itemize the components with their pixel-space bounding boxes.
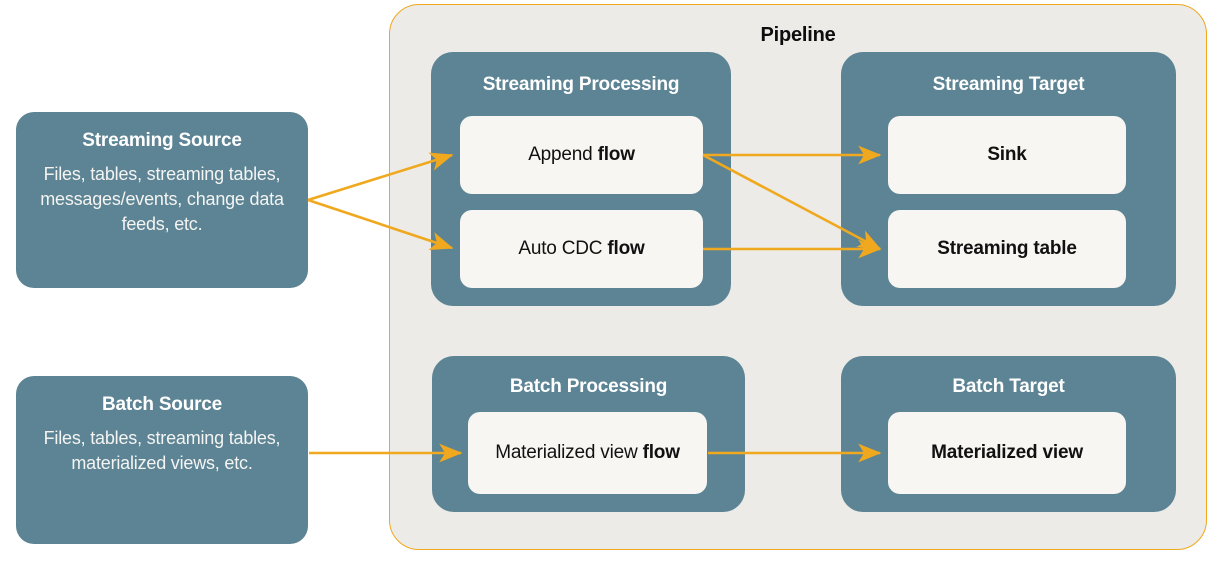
streaming-source-description: Files, tables, streaming tables, message… xyxy=(40,164,284,234)
streaming-table-card[interactable]: Streaming table xyxy=(888,210,1126,288)
sink-label: Sink xyxy=(987,143,1027,165)
streaming-target-title: Streaming Target xyxy=(932,74,1085,95)
pipeline-title: Pipeline xyxy=(760,24,836,46)
materialized-view-card[interactable]: Materialized view xyxy=(888,412,1126,494)
streaming-table-label: Streaming table xyxy=(937,237,1077,259)
materialized-view-flow-prefix: Materialized view xyxy=(495,441,643,463)
batch-source-description: Files, tables, streaming tables, materia… xyxy=(43,428,281,473)
materialized-view-flow-bold: flow xyxy=(642,441,680,463)
append-flow-card[interactable]: Append flow xyxy=(460,116,703,194)
batch-source-box[interactable]: Batch Source Files, tables, streaming ta… xyxy=(16,376,308,544)
append-flow-prefix: Append xyxy=(528,143,598,165)
streaming-processing-title: Streaming Processing xyxy=(482,74,680,95)
batch-source-title: Batch Source xyxy=(101,394,223,415)
auto-cdc-flow-card[interactable]: Auto CDC flow xyxy=(460,210,703,288)
batch-processing-title: Batch Processing xyxy=(509,376,668,397)
materialized-view-flow-card[interactable]: Materialized view flow xyxy=(468,412,707,494)
append-flow-bold: flow xyxy=(597,143,635,165)
auto-cdc-flow-bold: flow xyxy=(607,237,645,259)
materialized-view-label: Materialized view xyxy=(931,441,1083,463)
sink-card[interactable]: Sink xyxy=(888,116,1126,194)
batch-target-title: Batch Target xyxy=(952,376,1065,397)
streaming-source-title: Streaming Source xyxy=(82,130,242,151)
auto-cdc-flow-prefix: Auto CDC xyxy=(518,237,608,259)
streaming-source-box[interactable]: Streaming Source Files, tables, streamin… xyxy=(16,112,308,288)
